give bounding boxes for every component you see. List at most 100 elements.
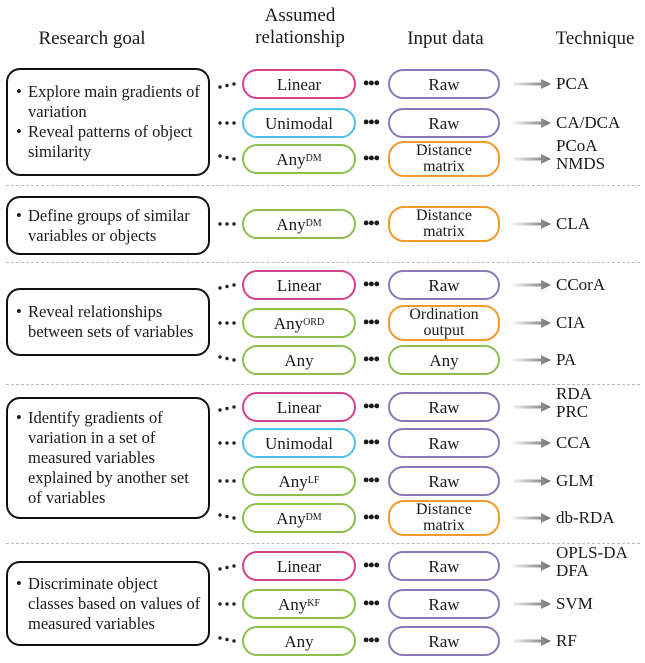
relationship-label: Unimodal [265,113,333,133]
technique-name: RF [556,631,577,650]
input-data-label: Raw [428,74,460,94]
header-research-goal: Research goal [38,28,146,49]
input-data-label: Ordination output [409,306,479,339]
relationship-label: Linear [276,74,322,94]
relationship-pill: Linear [242,69,356,99]
ellipsis-connector: ••• [363,507,380,527]
relationship-pill: Linear [242,270,356,300]
relationship-label: Any [276,214,306,234]
relationship-pill: Linear [242,551,356,581]
technique-label: CCorA [556,276,605,294]
arrow-icon [513,280,551,290]
research-goal-box: • Define groups of similar variables or o… [6,196,210,255]
technique-name: CLA [556,214,590,233]
relationship-pill: Any [242,626,356,656]
input-data-label: Raw [428,631,460,651]
header-input-data: Input data [407,28,484,49]
technique-name: CA/DCA [556,113,621,132]
technique-label: CA/DCA [556,114,620,132]
technique-name: PCA [556,74,590,93]
input-data-label: Any [429,350,459,370]
relationship-label: Linear [276,397,322,417]
technique-name: SVM [556,594,593,613]
ellipsis-connector: ••• [363,312,380,332]
technique-name: DFA [556,561,589,580]
section-separator [6,543,640,544]
section-separator [6,384,640,385]
bullet-dot: • [16,82,22,101]
ellipsis-connector: ••• [363,593,380,613]
technique-label: db-RDA [556,509,615,527]
technique-name: db-RDA [556,508,615,527]
technique-label: PCA [556,75,589,93]
input-data-pill: Raw [388,270,500,300]
relationship-pill: Linear [242,392,356,422]
relationship-pill: Any [242,345,356,375]
input-data-label: Raw [428,113,460,133]
relationship-label: Any [284,350,314,370]
technique-label: PA [556,351,576,369]
goal-text: Define groups of similar variables or ob… [28,205,190,245]
bullet-dot: • [16,122,22,141]
research-goal-box: •Identify gradients of variation in a se… [6,397,210,519]
technique-label: CIA [556,314,585,332]
relationship-superscript: DM [305,217,322,229]
ellipsis-connector: ••• [363,73,380,93]
arrow-icon [513,154,551,164]
technique-label: RF [556,632,577,650]
goal-text: Reveal relationships between sets of var… [28,302,194,341]
technique-label: GLM [556,472,594,490]
ellipsis-connector: ••• [363,555,380,575]
goal-text: Identify gradients of variation in a set… [28,408,189,507]
input-data-label: Raw [428,471,460,491]
bullet-dot: • [16,573,22,593]
connector-dots [218,154,236,161]
input-data-pill: Raw [388,69,500,99]
relationship-label: Any [277,594,308,614]
input-data-label: Distance matrix [416,207,472,240]
research-goal-box: • Explore main gradients of variation•Rev… [6,68,210,176]
input-data-label: Raw [428,556,460,576]
arrow-icon [513,636,551,646]
input-data-pill: Raw [388,626,500,656]
goal-bullet: •Identify gradients of variation in a se… [16,408,202,508]
input-data-pill: Ordination output [388,305,500,341]
goal-bullet: • Define groups of similar variables or o… [16,206,202,246]
technique-name: OPLS-DA [556,543,628,562]
input-data-pill: Raw [388,108,500,138]
arrow-icon [513,561,551,571]
technique-name: PA [556,350,577,369]
relationship-superscript: KF [307,597,321,609]
technique-label: CCA [556,434,591,452]
ellipsis-connector: ••• [363,148,380,168]
header-relationship-line1: Assumed [264,5,336,26]
connector-dots [218,479,236,483]
goal-bullet: • Discriminate object classes based on va… [16,574,202,634]
ellipsis-connector: ••• [363,349,380,369]
technique-name: PCoA [556,136,598,155]
input-data-pill: Raw [388,551,500,581]
arrow-icon [513,118,551,128]
input-data-label: Raw [428,594,460,614]
ellipsis-connector: ••• [363,470,380,490]
goal-bullet: •Reveal relationships between sets of va… [16,302,202,342]
connector-dots [218,564,236,571]
goal-text: Explore main gradients of variation [28,82,200,121]
goal-bullet: •Reveal patterns of object similarity [16,122,202,162]
relationship-label: Linear [276,556,322,576]
goal-text: Discriminate object classes based on val… [28,573,201,633]
technique-name: CIA [556,313,586,332]
relationship-label: Any [276,508,306,528]
bullet-dot: • [16,205,22,225]
arrow-icon [513,318,551,328]
technique-name: CCA [556,433,591,452]
header-assumed-relationship: Assumed relationship [238,5,362,49]
arrow-icon [513,79,551,89]
connector-dots [218,405,236,412]
